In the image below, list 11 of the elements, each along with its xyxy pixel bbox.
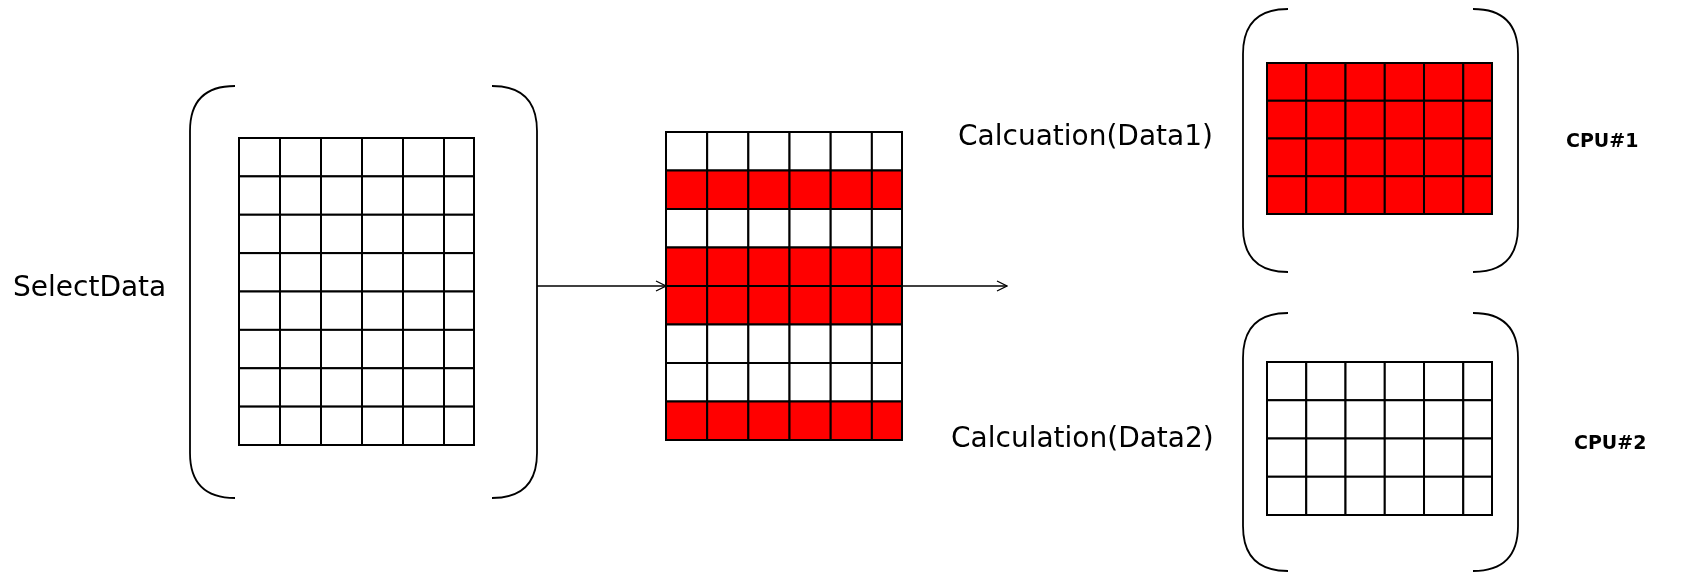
bracketed-grid-drawing: [1242, 8, 1519, 273]
arrow: [536, 280, 667, 292]
processor-label: CPU#1: [1566, 129, 1639, 151]
processor-label: CPU#2: [1574, 431, 1647, 453]
step-label: Calculation(Data2): [951, 420, 1214, 454]
bracketed-grid-drawing: [1242, 312, 1519, 572]
arrow: [901, 280, 1008, 292]
step-label: SelectData: [13, 269, 167, 303]
step-label: Calcuation(Data1): [958, 118, 1213, 152]
bracketed-grid-drawing: [189, 85, 538, 499]
grid-drawing: [665, 131, 903, 441]
